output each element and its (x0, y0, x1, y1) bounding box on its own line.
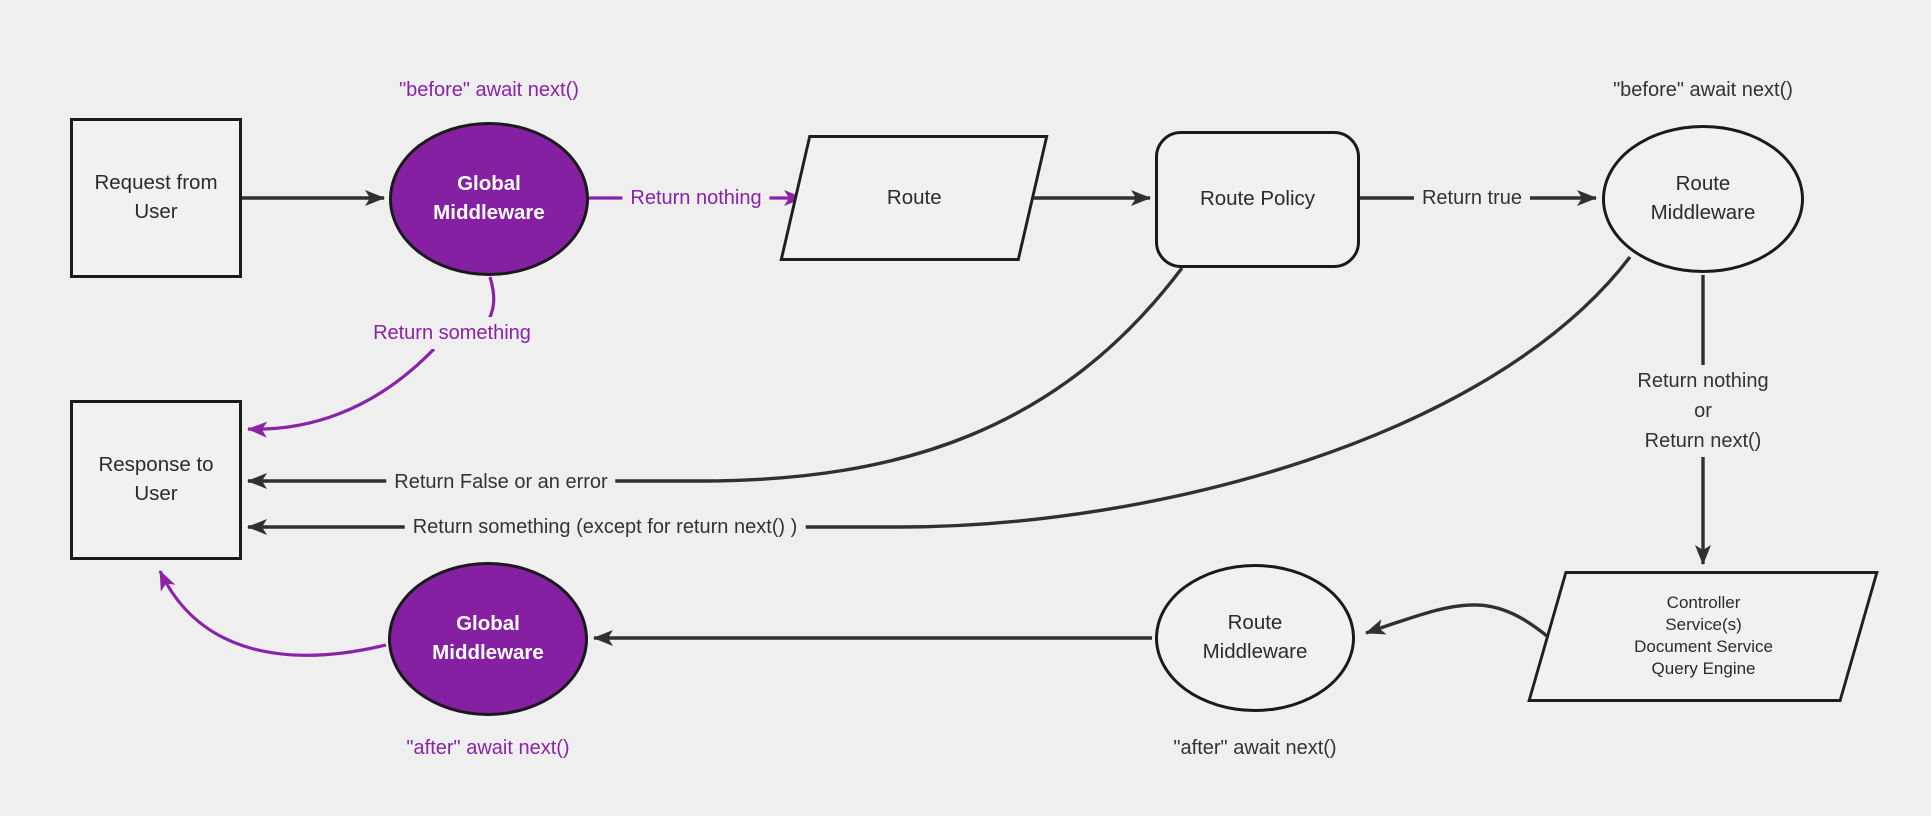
node-response-to-user: Response to User (70, 400, 242, 560)
node-global-middleware-top: Global Middleware (389, 122, 589, 276)
node-route-label: Route (886, 185, 942, 209)
node-route: Route (779, 135, 1049, 261)
edge-route-middleware-to-response (247, 255, 1632, 535)
label-before-await-next-route: "before" await next() (1613, 79, 1793, 101)
label-return-nothing: Return nothing (622, 182, 770, 214)
label-return-something: Return something (365, 317, 539, 349)
label-return-false-or-error: Return False or an error (386, 466, 616, 498)
label-return-something-except: Return something (except for return next… (404, 511, 806, 543)
node-request-from-user: Request from User (70, 118, 242, 278)
node-route-middleware-bottom: Route Middleware (1155, 564, 1355, 712)
label-return-true: Return true (1413, 182, 1531, 214)
edge-controller-to-route-middleware-bottom (1365, 603, 1574, 660)
node-global-middleware-bottom: Global Middleware (388, 562, 588, 716)
edge-global-middleware-bottom-to-response (158, 570, 387, 657)
node-route-middleware-top: Route Middleware (1602, 125, 1804, 273)
label-after-await-next-global: "after" await next() (406, 737, 570, 759)
label-return-nothing-or-return-next: Return nothing or Return next() (1629, 365, 1777, 457)
edge-route-policy-to-response (247, 266, 1184, 489)
edge-return-something-label-to-response (247, 347, 436, 438)
node-route-policy: Route Policy (1155, 131, 1360, 268)
node-controller-services-label: Controller Service(s) Document Service Q… (1633, 593, 1773, 679)
node-controller-services: Controller Service(s) Document Service Q… (1527, 571, 1879, 702)
label-before-await-next-global: "before" await next() (399, 79, 579, 101)
label-after-await-next-route: "after" await next() (1173, 737, 1337, 759)
